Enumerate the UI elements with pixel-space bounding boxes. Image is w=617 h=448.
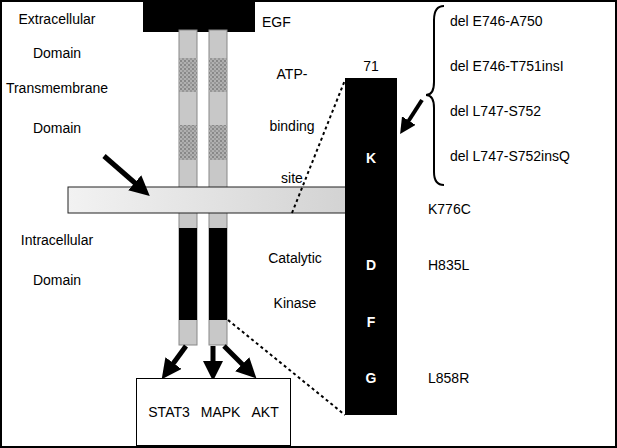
motif-letter: K — [345, 149, 397, 167]
kinase-domain-bar: 71KDFG — [345, 78, 397, 415]
signal-arrow — [167, 346, 186, 372]
pathway-name: STAT3 — [148, 404, 190, 420]
domain-label: Transmembrane Domain — [4, 68, 110, 148]
mutation-label: del E746-T751insI — [450, 57, 610, 75]
ligand-block — [143, 0, 255, 32]
mutation-label: del L747-S752 — [450, 102, 610, 120]
signal-arrow — [211, 346, 216, 372]
motif-letter: F — [345, 313, 397, 331]
site-label: ATP-binding site — [262, 48, 322, 204]
mutation-label: del L747-S752insQ — [450, 147, 610, 165]
pointer-arrow — [104, 156, 143, 190]
domain-label: Intracellular Domain — [4, 220, 110, 300]
pathway-name: MAPK — [201, 404, 241, 420]
stippled-domain — [209, 125, 227, 160]
mutation-label: L858R — [428, 369, 508, 387]
signal-arrow — [224, 346, 250, 372]
zoom-line — [292, 80, 345, 213]
curly-bracket — [426, 6, 444, 185]
residue-number: 71 — [345, 57, 397, 75]
kinase-segment — [209, 228, 227, 320]
motif-letter: G — [345, 369, 397, 387]
mutation-label: K776C — [428, 200, 508, 218]
membrane-bar — [68, 187, 373, 213]
domain-label: Extracellular Domain — [4, 2, 110, 70]
mutation-label: H835L — [428, 256, 508, 274]
pointer-arrow — [404, 100, 422, 128]
pathway-box: STAT3 MAPK AKT — [136, 378, 291, 446]
mutation-label: del E746-A750 — [450, 12, 610, 30]
pathway-name: AKT — [251, 404, 278, 420]
stippled-domain — [209, 58, 227, 92]
kinase-segment — [179, 228, 197, 320]
motif-letter: D — [345, 256, 397, 274]
domain-label: Catalytic Kinase — [262, 236, 328, 326]
ligand-label: EGF — [262, 14, 322, 30]
stippled-domain — [179, 58, 197, 92]
stippled-domain — [179, 125, 197, 160]
